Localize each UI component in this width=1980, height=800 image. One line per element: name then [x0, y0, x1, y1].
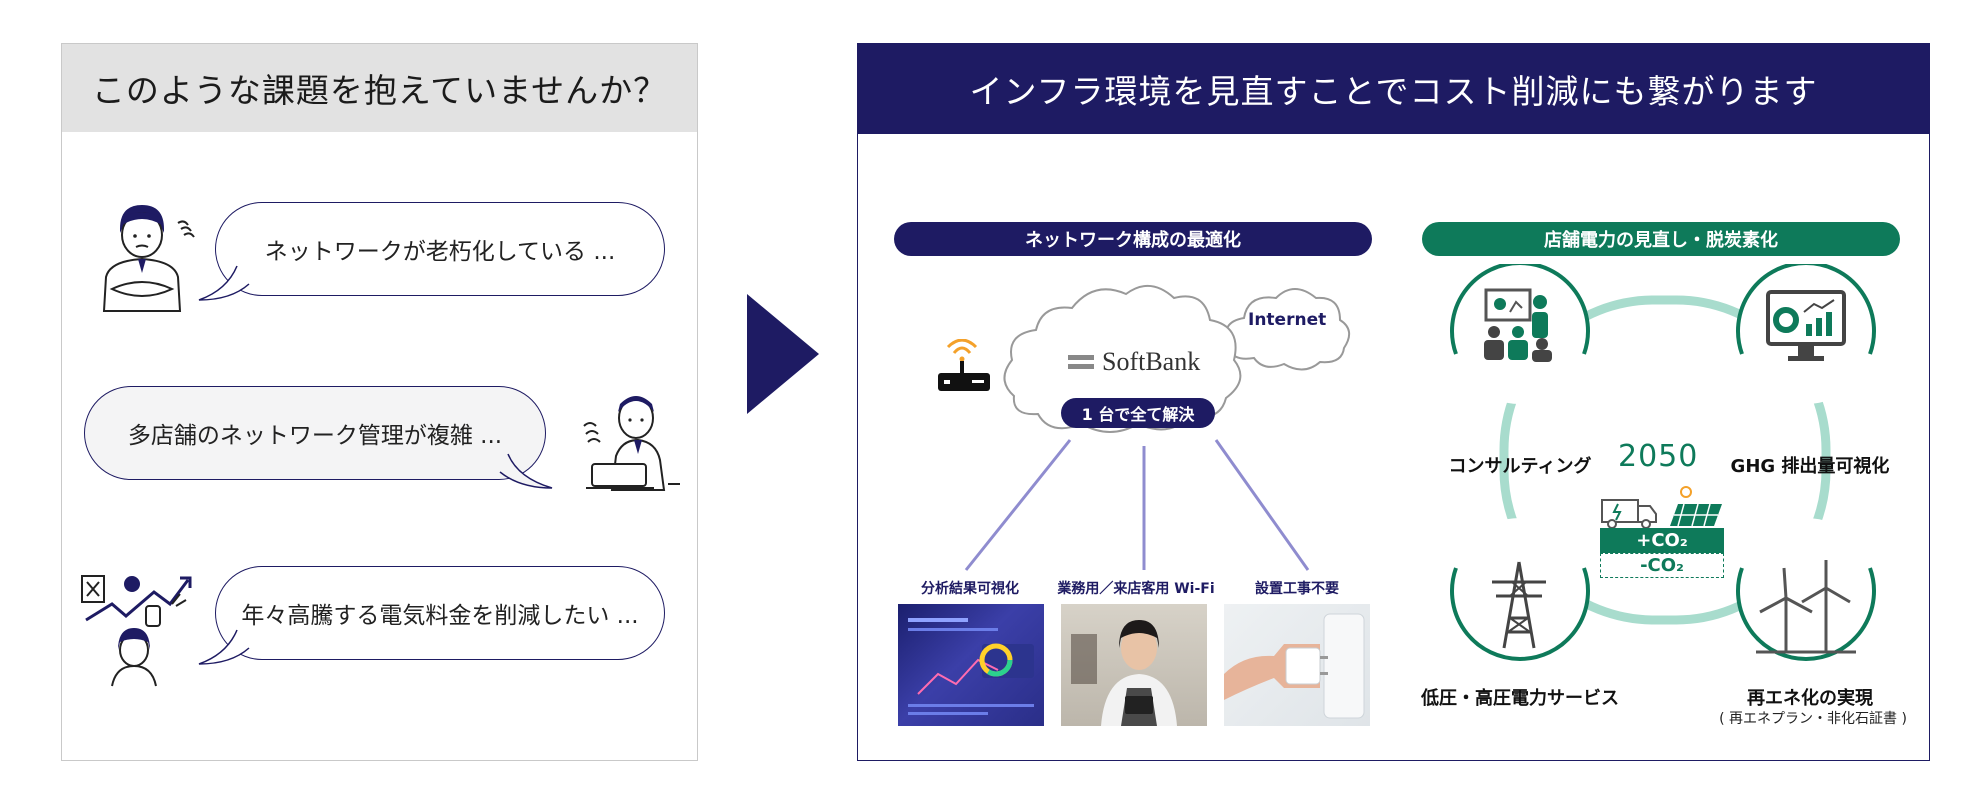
arrow-right-icon	[747, 294, 819, 414]
softbank-bars-icon	[1068, 355, 1094, 369]
network-item-analytics: 分析結果可視化	[921, 581, 1019, 597]
network-item-wifi: 業務用／来店客用 Wi-Fi	[1057, 581, 1215, 597]
internet-label: Internet	[1248, 310, 1327, 330]
power-item-ghg: GHG 排出量可視化	[1730, 456, 1890, 477]
all-in-one-badge: 1 台で全て解決	[1061, 398, 1215, 428]
power-section-title: 店舗電力の見直し・脱炭素化	[1422, 222, 1900, 256]
speech-bubble-electricity-cost: 年々高騰する電気料金を削減したい ...	[215, 566, 665, 660]
network-item-no-install: 設置工事不要	[1255, 581, 1339, 597]
co2-plus-badge: +CO₂	[1600, 528, 1724, 553]
plug-graphic	[1224, 613, 1365, 719]
plug-device-image	[1224, 604, 1370, 726]
wifi-router-icon	[938, 339, 990, 391]
target-year: 2050	[1618, 439, 1699, 474]
consulting-icon	[1484, 288, 1552, 362]
co2-minus-badge: -CO₂	[1600, 553, 1724, 578]
issues-panel: このような課題を抱えていませんか？ ネットワークが老朽化している ... 多店舗…	[61, 43, 698, 761]
power-item-electricity-service: 低圧・高圧電力サービス	[1421, 688, 1619, 709]
softbank-logo: SoftBank	[1068, 347, 1200, 377]
rising-costs-woman-icon	[81, 575, 192, 687]
cafe-staff-image	[1061, 604, 1207, 726]
truck-solar-icon	[1601, 486, 1722, 529]
bubble-text: 多店舗のネットワーク管理が複雑 ...	[127, 423, 503, 449]
cloud-network-diagram	[1003, 285, 1351, 433]
solution-header: インフラ環境を見直すことでコスト削減にも繋がります	[858, 44, 1929, 134]
bubble-tail	[198, 265, 250, 301]
speech-bubble-complex-management: 多店舗のネットワーク管理が複雑 ...	[84, 386, 546, 480]
network-section-title: ネットワーク構成の最適化	[894, 222, 1372, 256]
power-item-consulting: コンサルティング	[1448, 456, 1592, 477]
bubble-tail	[198, 629, 250, 665]
wind-turbine-icon	[1756, 560, 1856, 654]
worried-man-icon	[102, 205, 195, 312]
power-tower-icon	[1492, 561, 1546, 649]
bubble-tail	[499, 453, 553, 489]
dashboard-graphic	[908, 618, 1034, 715]
renewable-note: ( 再エネプラン・非化石証書 )	[1719, 711, 1907, 727]
network-connection-lines	[964, 439, 1310, 571]
bubble-text: ネットワークが老朽化している ...	[264, 239, 616, 265]
analytics-dashboard-image	[898, 604, 1044, 726]
monitor-chart-icon	[1766, 290, 1846, 361]
bubble-text: 年々高騰する電気料金を削減したい ...	[241, 603, 639, 629]
laptop-worker-icon	[583, 396, 680, 491]
brand-name: SoftBank	[1102, 347, 1201, 376]
power-item-renewable: 再エネ化の実現	[1747, 688, 1873, 709]
solution-panel: インフラ環境を見直すことでコスト削減にも繋がります ネットワーク構成の最適化 I…	[857, 43, 1930, 761]
speech-bubble-aging-network: ネットワークが老朽化している ...	[215, 202, 665, 296]
staff-figure	[1071, 620, 1177, 726]
issues-header: このような課題を抱えていませんか？	[62, 44, 697, 132]
